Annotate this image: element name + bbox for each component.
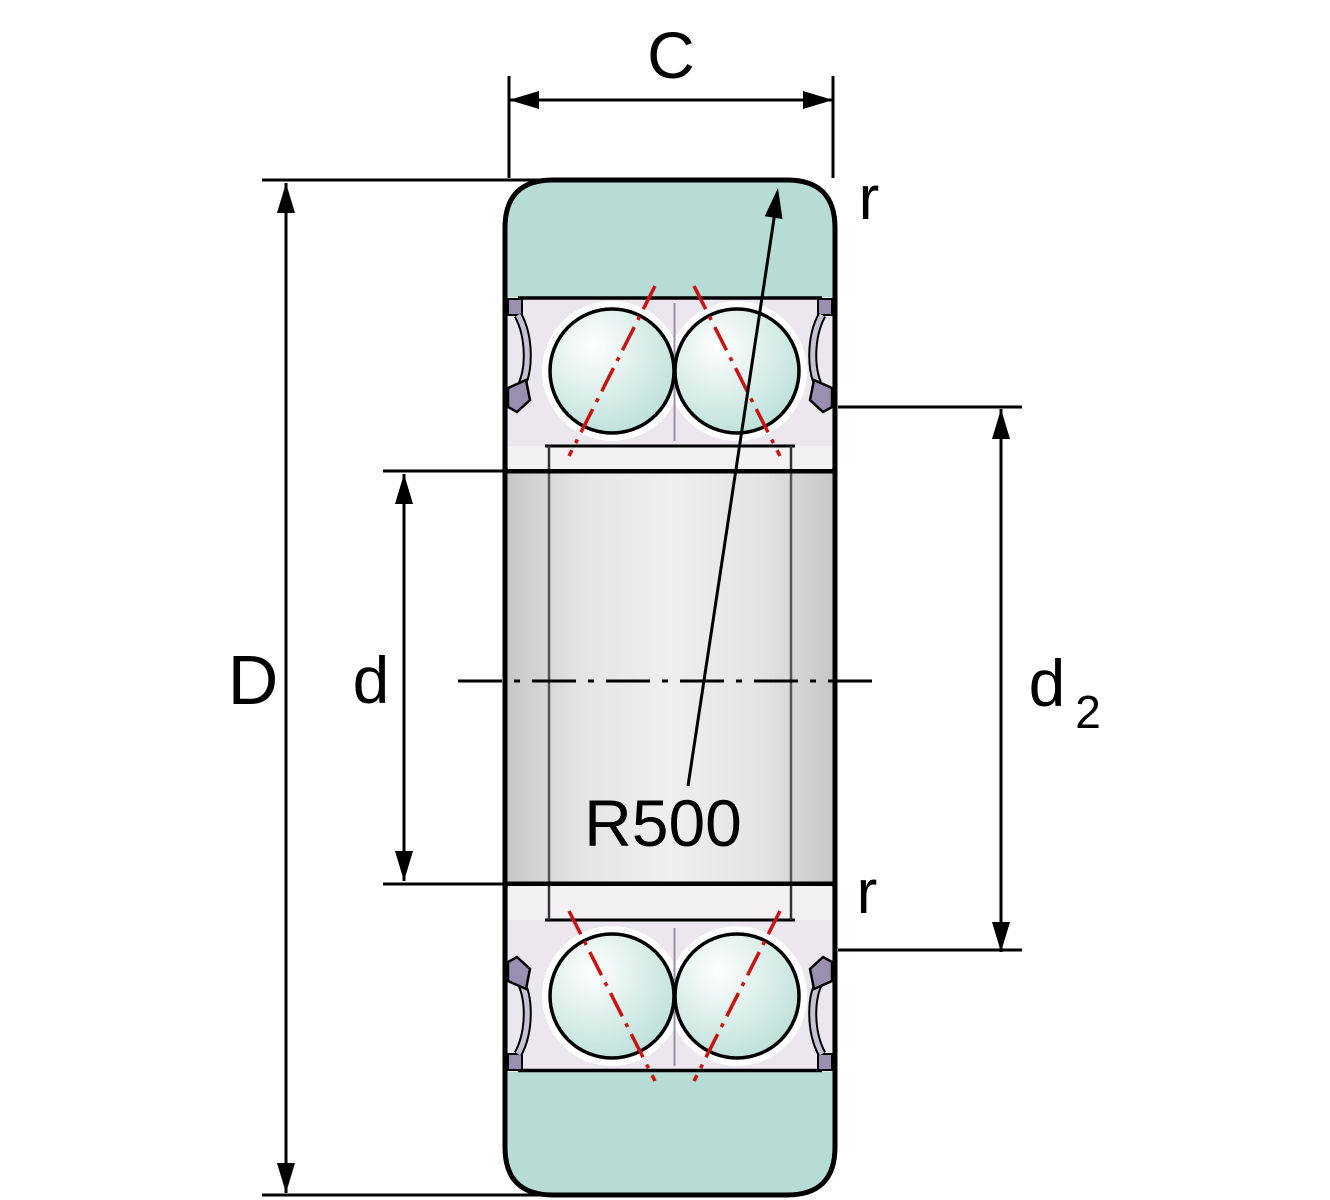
dimension-C: C xyxy=(507,18,835,178)
inner-ring-bore xyxy=(502,471,838,884)
arrowhead-bottom xyxy=(277,1163,295,1193)
shoulder-band-bottom xyxy=(508,884,832,920)
bore-surface xyxy=(505,471,835,884)
seal-anchor xyxy=(507,1053,523,1071)
arrowhead-top xyxy=(395,474,413,504)
raceway-row-bottom xyxy=(505,882,835,1082)
label-r-bottom: r xyxy=(857,858,878,927)
arrowhead-top xyxy=(992,409,1010,439)
seal-anchor xyxy=(817,298,833,316)
label-d: d xyxy=(353,643,390,717)
seal-bottom-left xyxy=(506,955,532,1071)
contact-axis-bottom-right xyxy=(692,910,782,1082)
raceway-row-top xyxy=(505,285,835,473)
seal-top-left xyxy=(506,298,532,414)
seal-anchor xyxy=(817,1053,833,1071)
label-R500: R500 xyxy=(584,786,742,860)
label-D: D xyxy=(228,641,279,719)
arrowhead-right xyxy=(803,91,833,109)
seal-lip xyxy=(506,378,532,414)
shoulder-band-top xyxy=(508,446,832,471)
arrowhead-top xyxy=(277,183,295,213)
annotation-R500: R500 xyxy=(584,188,783,860)
seal-bottom-right xyxy=(808,955,834,1071)
contact-axis-top-left xyxy=(567,285,657,457)
seal-anchor xyxy=(507,298,523,316)
label-d2-base: d xyxy=(1029,646,1066,720)
seal-lip xyxy=(808,378,834,414)
seal-lip xyxy=(506,955,532,991)
arrowhead-bottom xyxy=(992,922,1010,952)
arrowhead-bottom xyxy=(395,851,413,881)
label-C: C xyxy=(647,18,695,92)
dimension-d2: d 2 xyxy=(838,405,1101,952)
arrowhead-left xyxy=(509,91,539,109)
label-d2-subscript: 2 xyxy=(1075,686,1101,738)
contact-axis-top-right xyxy=(692,285,782,457)
seal-top-right xyxy=(808,298,834,414)
arrowhead xyxy=(764,188,783,219)
seal-lip xyxy=(808,955,834,991)
dimension-d: d xyxy=(353,469,503,886)
leader-line xyxy=(686,211,777,787)
label-r-top: r xyxy=(859,164,880,233)
dimension-D: D xyxy=(228,178,540,1197)
contact-axis-bottom-left xyxy=(567,910,657,1082)
